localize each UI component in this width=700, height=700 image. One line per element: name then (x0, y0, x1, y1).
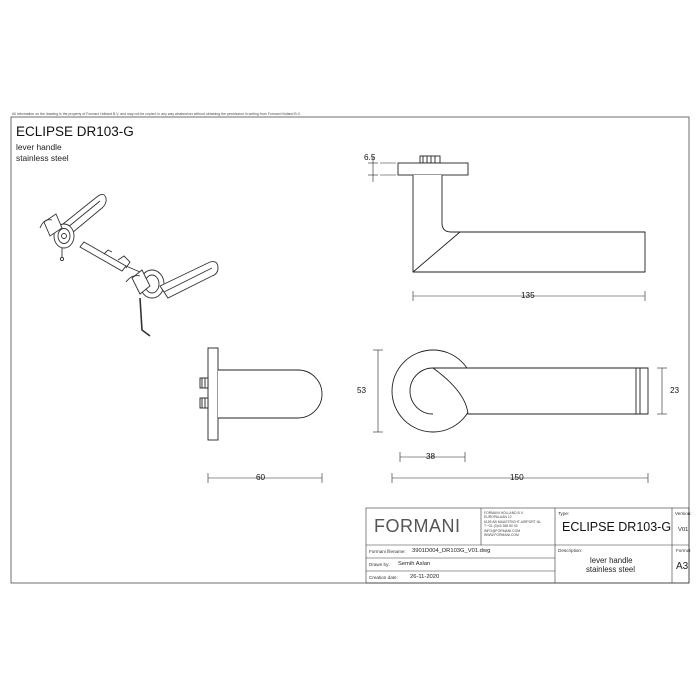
format-label: Format (676, 548, 691, 553)
company-line: T +31 (0)43 358 80 00 (484, 524, 518, 529)
front-view (373, 349, 667, 483)
dim-rose-radius: 38 (426, 452, 436, 461)
description-line1: lever handle (590, 556, 633, 565)
drawing-title: ECLIPSE DR103-G (16, 124, 134, 139)
company-line: 6199 AB MAASTRICHT-AIRPORT NL (484, 519, 541, 524)
side-view (368, 155, 646, 301)
company-line: WWW.FORMANI.COM (484, 533, 519, 538)
type-label: Type: (558, 511, 570, 516)
drawn-by-value: Semih Aslan (398, 561, 431, 567)
description-label: Description: (558, 548, 583, 553)
creation-date-value: 26-11-2020 (410, 574, 440, 580)
top-view (199, 347, 323, 483)
company-line: INFO@FORMANI.COM (484, 528, 521, 533)
version-value: V01 (678, 527, 689, 533)
filename-value: 3901D004_DR103G_V01.dwg (412, 548, 491, 554)
type-value: ECLIPSE DR103-G (562, 520, 672, 534)
description-line2: stainless steel (586, 565, 635, 574)
dim-depth: 60 (256, 473, 266, 482)
title-block (365, 507, 690, 584)
dim-front-length: 150 (510, 473, 524, 482)
subtitle-material: stainless steel (16, 153, 69, 163)
company-line: FORMANI HOLLAND B.V. (484, 511, 524, 515)
company-line: EUROPALAAN 12 (484, 515, 512, 520)
creation-date-label: Creation date: (369, 575, 398, 580)
format-value: A3 (676, 561, 689, 572)
subtitle-type: lever handle (16, 142, 62, 152)
dim-rose-thickness: 6.5 (364, 153, 376, 162)
isometric-view (39, 193, 219, 337)
dim-side-length: 135 (521, 291, 535, 300)
formani-logo: FORMANI (374, 516, 461, 536)
copyright-notice: All information on the drawing is the pr… (12, 112, 301, 116)
dim-lever-height: 23 (670, 386, 680, 395)
filename-label: Formani filename: (369, 549, 406, 554)
dim-rose-height: 53 (357, 386, 367, 395)
drawing-border (10, 116, 690, 584)
drawn-by-label: Drawn by: (369, 562, 390, 567)
company-address: FORMANI HOLLAND B.V. EUROPALAAN 12 6199 … (484, 511, 541, 537)
version-label: Version: (675, 511, 692, 516)
